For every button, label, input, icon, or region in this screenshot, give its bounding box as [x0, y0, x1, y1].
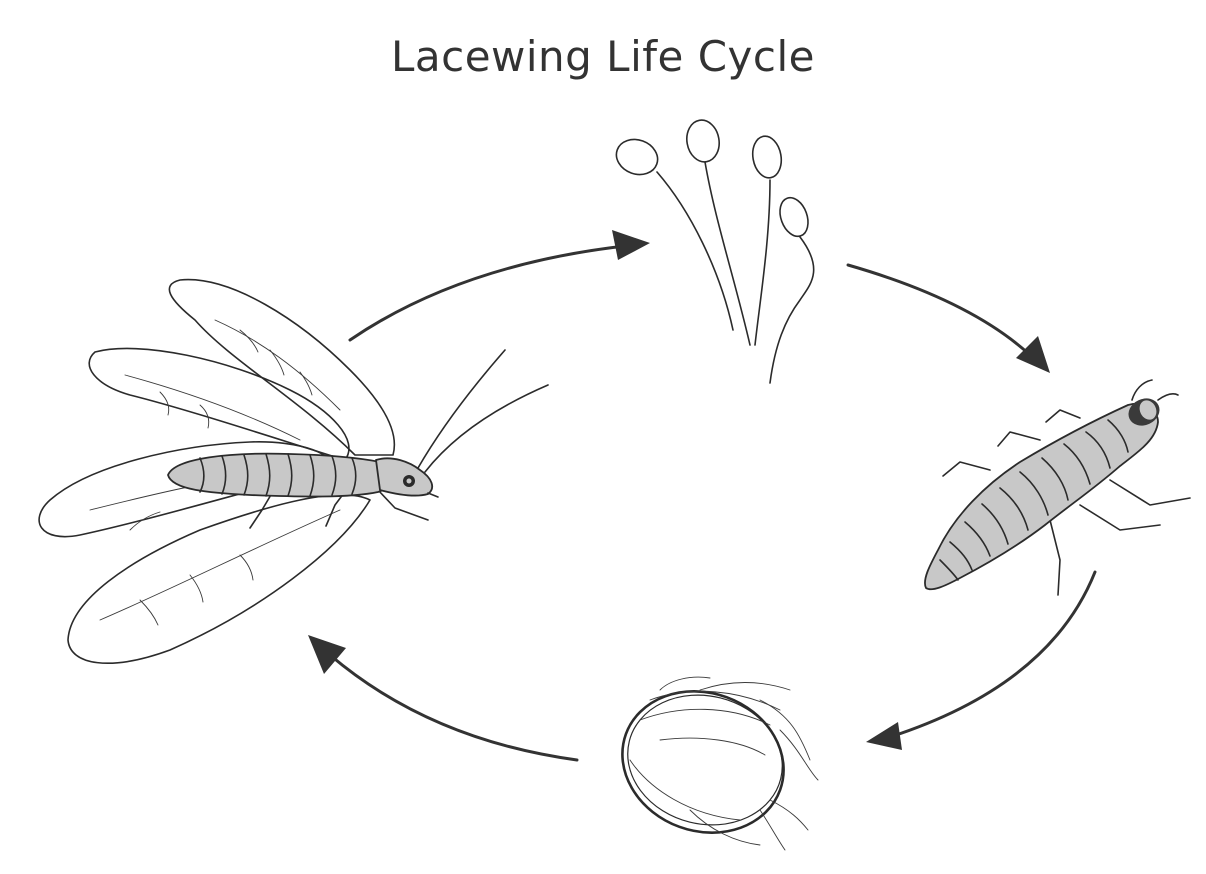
arrow-cocoon-to-adult: [308, 635, 579, 762]
arrow-larva-to-cocoon: [866, 570, 1097, 750]
larva-illustration: [924, 379, 1191, 596]
diagram-title: Lacewing Life Cycle: [390, 32, 816, 81]
adult-lacewing-illustration: [38, 278, 549, 664]
cocoon-illustration: [621, 676, 819, 851]
arrow-adult-to-eggs: [348, 230, 650, 342]
eggs-illustration: [615, 119, 815, 384]
arrow-eggs-to-larva: [846, 263, 1050, 373]
